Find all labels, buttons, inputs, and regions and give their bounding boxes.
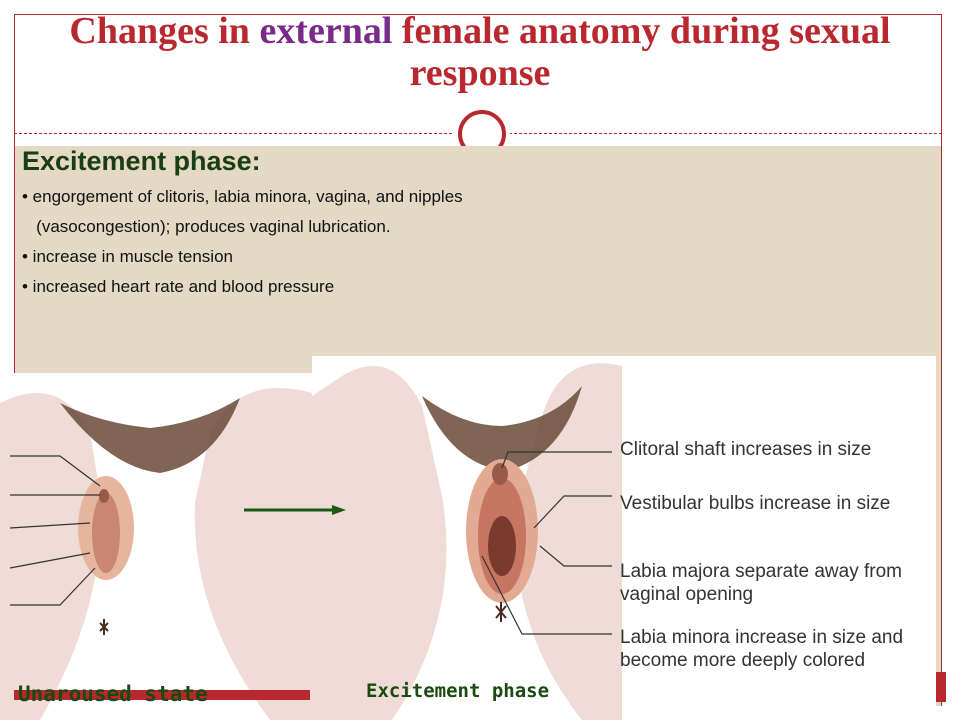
label-labia-majora: Labia majora separate away from vaginal … — [620, 561, 902, 605]
unaroused-anatomy-drawing — [0, 373, 312, 720]
caption-unaroused: Unaroused state — [18, 682, 208, 706]
label-clitoral-shaft: Clitoral shaft increases in size — [620, 439, 872, 460]
bullet-list: • engorgement of clitoris, labia minora,… — [22, 182, 463, 302]
caption-excitement: Excitement phase — [366, 680, 550, 702]
title-part-1: Changes in — [69, 10, 260, 52]
bullet-item: (vasocongestion); produces vaginal lubri… — [22, 217, 391, 236]
bullet-item: • increase in muscle tension — [22, 247, 233, 266]
bullet-item: • increased heart rate and blood pressur… — [22, 277, 335, 296]
title-part-2: female anatomy during sexual response — [392, 10, 891, 94]
excitement-illustration — [312, 356, 936, 720]
label-labia-minora: Labia minora increase in size and become… — [620, 627, 904, 671]
bullet-item: • engorgement of clitoris, labia minora,… — [22, 187, 463, 206]
progression-arrow — [244, 505, 346, 515]
slide-title: Changes in external female anatomy durin… — [30, 10, 930, 94]
accent-bar-right — [936, 672, 946, 702]
excitement-anatomy-drawing — [312, 356, 936, 720]
title-accent-word: external — [259, 10, 393, 52]
section-heading: Excitement phase: — [22, 146, 261, 176]
unaroused-illustration — [0, 373, 312, 720]
label-vestibular-bulbs: Vestibular bulbs increase in size — [620, 493, 891, 514]
accent-bar-left — [14, 690, 310, 700]
